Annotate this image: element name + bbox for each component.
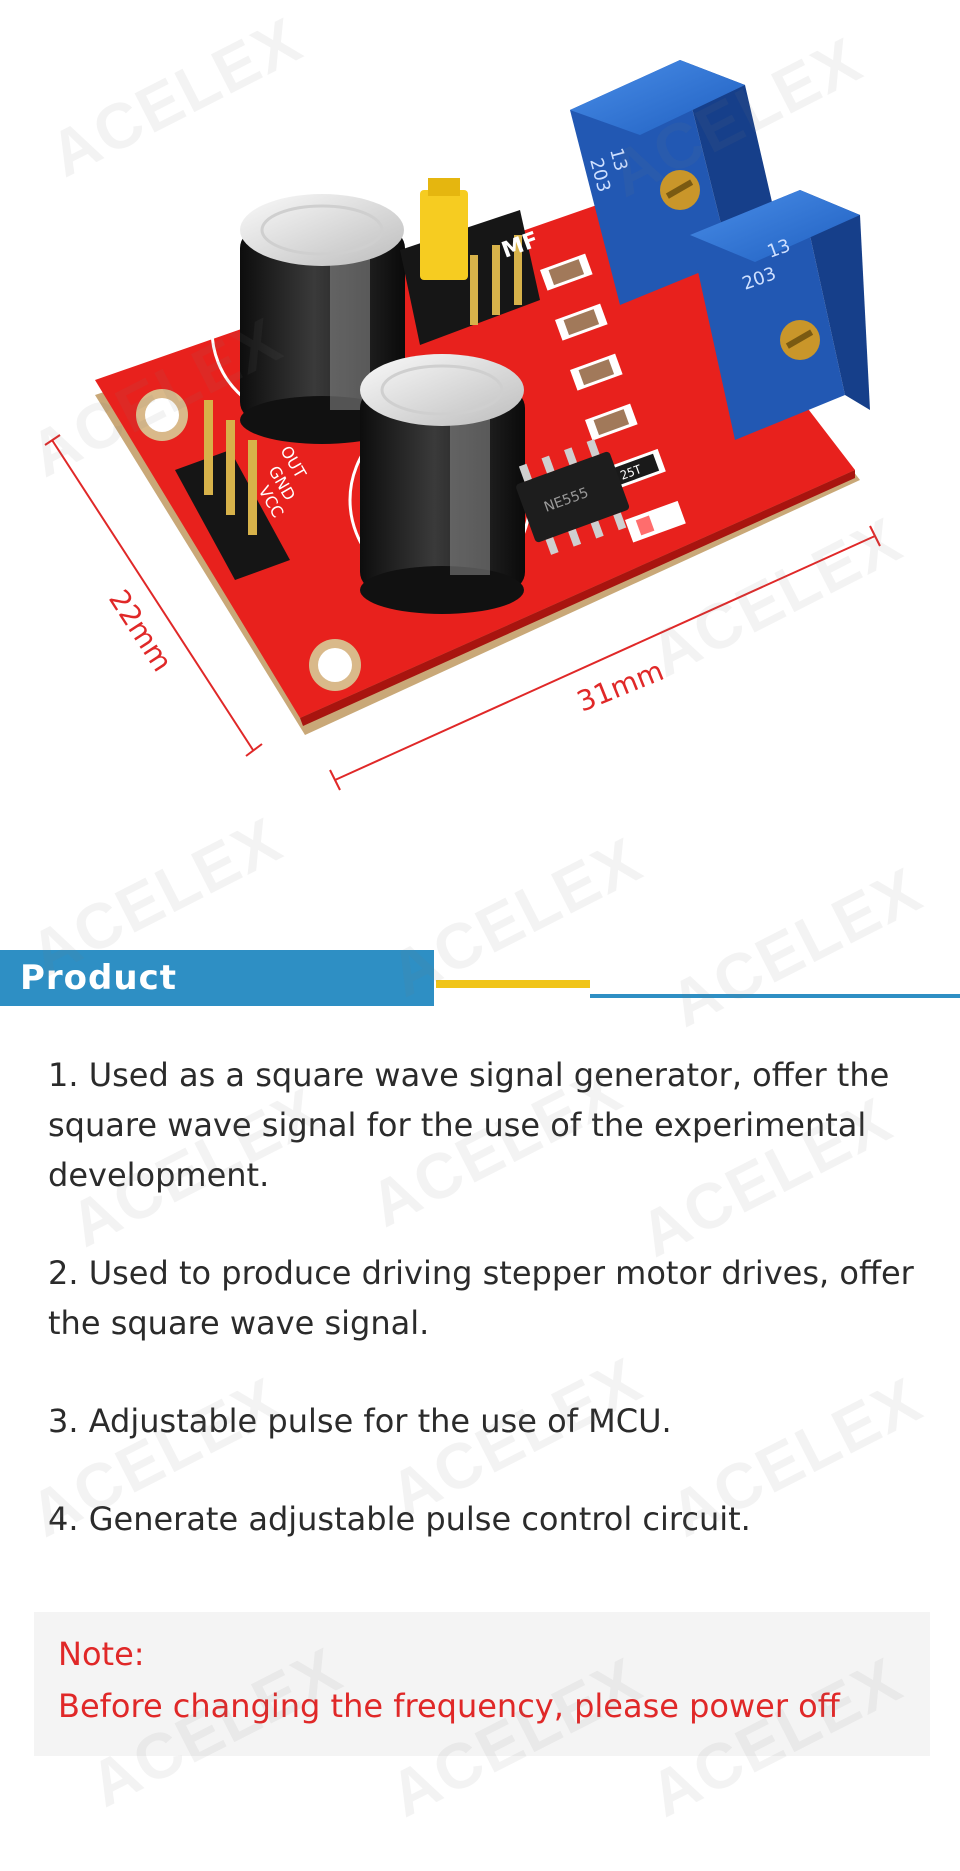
mounting-hole-icon	[136, 389, 188, 441]
note-box: Note: Before changing the frequency, ple…	[34, 1612, 930, 1756]
pcb-shade	[300, 470, 855, 726]
dimension-height-label: 22mm	[102, 584, 179, 678]
mounting-hole-icon	[309, 639, 361, 691]
product-photo: VCC GND OUT MF	[44, 60, 881, 791]
list-item: 1. Used as a square wave signal generato…	[48, 1056, 890, 1194]
watermark: ACELEX	[658, 853, 934, 1041]
resistor-marking: 25T	[618, 462, 643, 483]
list-item: 2. Used to produce driving stepper motor…	[48, 1254, 914, 1342]
dimension-width-label: 31mm	[572, 654, 668, 718]
note-text: Before changing the frequency, please po…	[58, 1687, 840, 1725]
list-item: 3. Adjustable pulse for the use of MCU.	[48, 1402, 672, 1440]
list-item: 4. Generate adjustable pulse control cir…	[48, 1500, 751, 1538]
smd-components: 25T	[540, 253, 686, 543]
capacitor-2	[360, 354, 525, 614]
pin-header	[175, 400, 290, 580]
header-divider-line	[590, 994, 960, 998]
note-title: Note:	[58, 1635, 145, 1673]
potentiometer-2: 13 203	[690, 190, 870, 440]
applications-list: 1. Used as a square wave signal generato…	[48, 1050, 928, 1592]
section-header: Product Applications	[0, 950, 960, 1054]
jumper-header	[400, 178, 540, 345]
header-accent-bar	[436, 980, 590, 988]
section-title: Product Applications	[0, 950, 434, 1054]
dimension-lines	[44, 434, 881, 791]
ne555-chip: NE555	[516, 439, 630, 555]
